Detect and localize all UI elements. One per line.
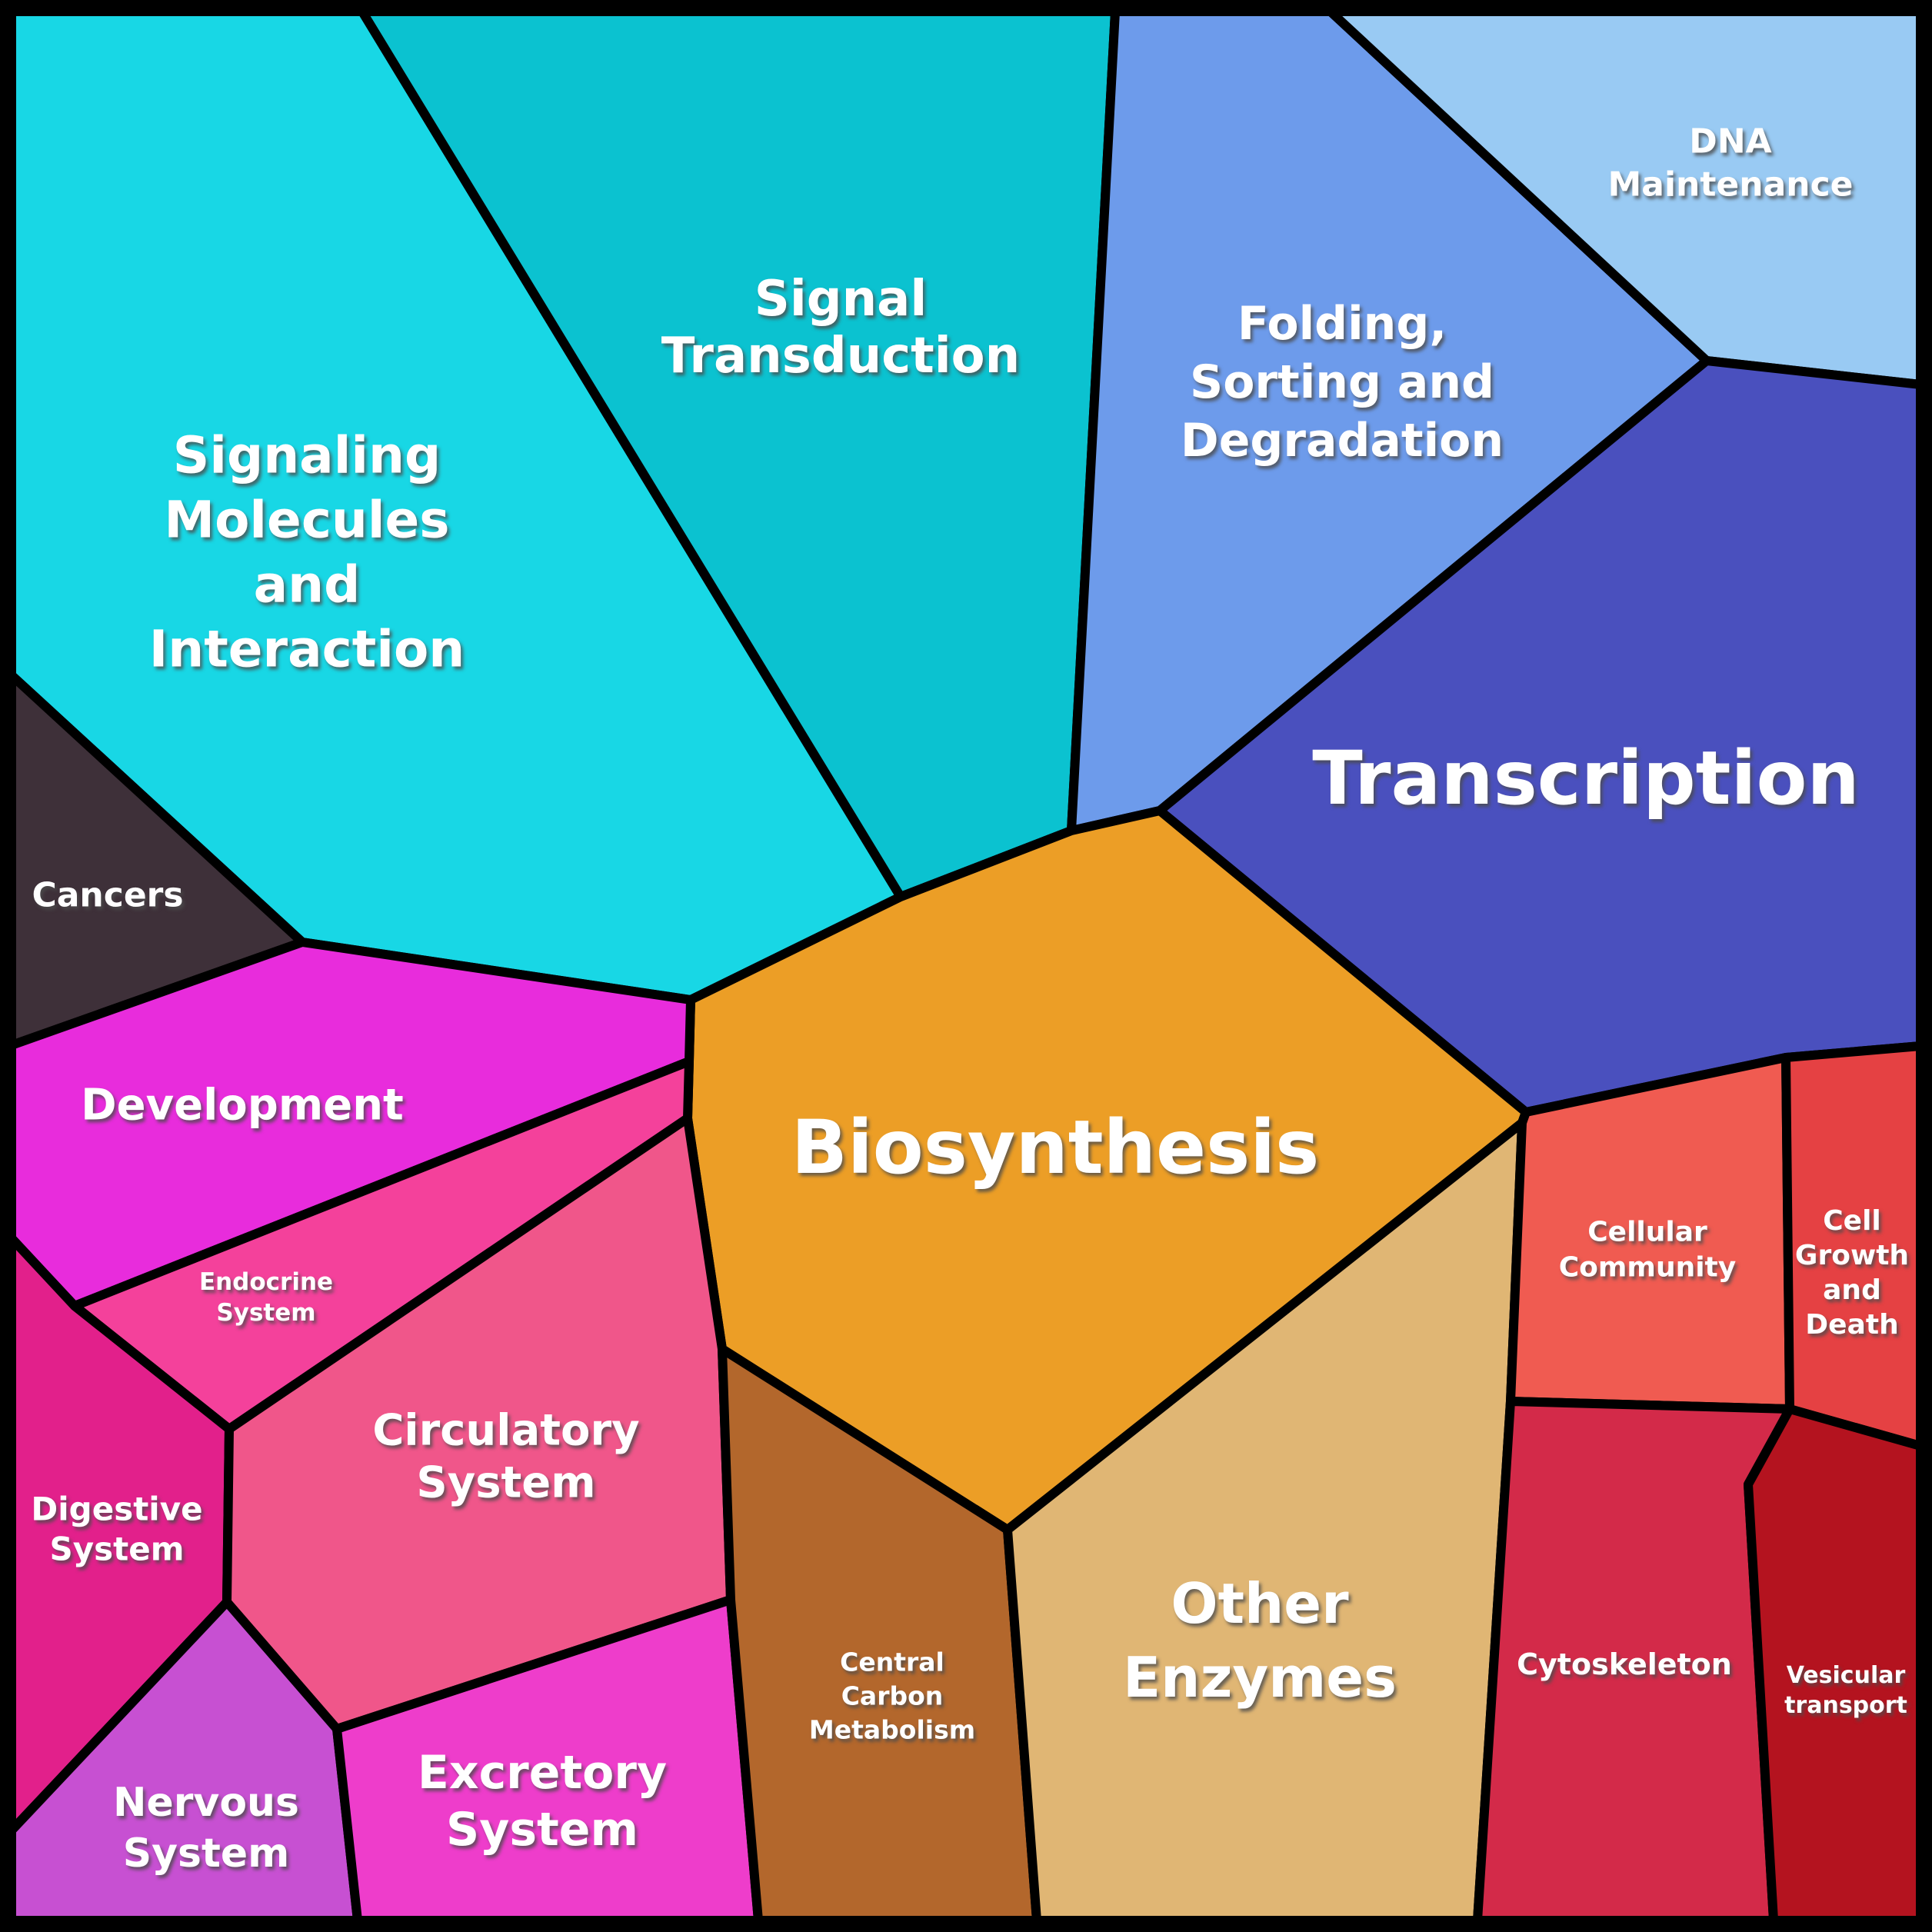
region-central-carbon-metabolism [718,1344,1041,1925]
region-label-transcription: Transcription [1312,735,1860,821]
region-vesicular-transport [1744,1404,1925,1925]
region-label-biosynthesis: Biosynthesis [791,1104,1320,1191]
region-label-development: Development [81,1081,404,1131]
region-label-cancers: Cancers [32,876,183,915]
region-nervous-system [7,1597,362,1925]
region-label-cytoskeleton: Cytoskeleton [1517,1647,1732,1681]
